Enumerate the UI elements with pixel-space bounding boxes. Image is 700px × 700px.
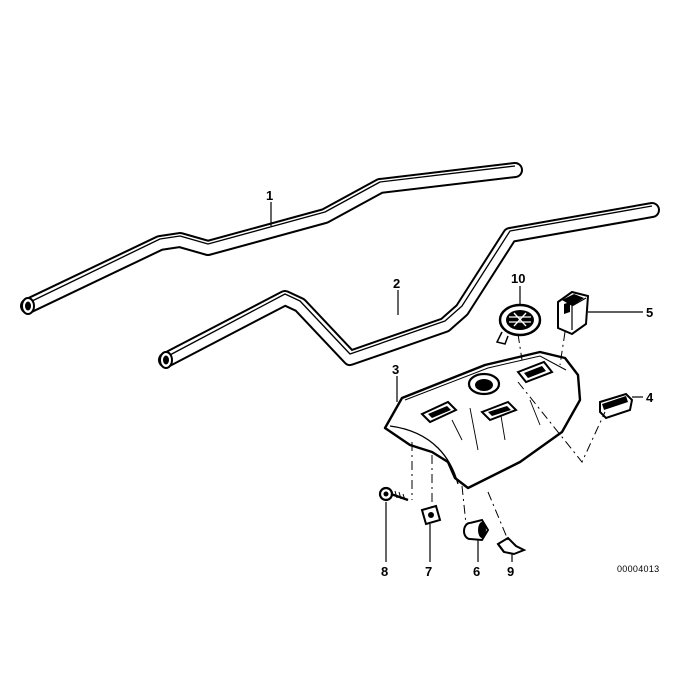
- callout-8: 8: [381, 564, 388, 579]
- callout-10: 10: [511, 271, 525, 286]
- callout-7: 7: [425, 564, 432, 579]
- callout-9: 9: [507, 564, 514, 579]
- callout-3: 3: [392, 362, 399, 377]
- switch-4: [599, 392, 634, 420]
- clip-nut-7: [420, 504, 442, 526]
- handlebar-1: [20, 162, 523, 315]
- callout-6: 6: [473, 564, 480, 579]
- assembly-lines: [411, 331, 606, 541]
- callout-5: 5: [646, 305, 653, 320]
- leader-lines: [270, 202, 643, 562]
- bushing-6: [463, 518, 490, 542]
- switch-5: [557, 290, 590, 336]
- round-cap-10: [495, 303, 542, 345]
- diagram-reference-number: 00004013: [617, 564, 659, 574]
- handlebar-2: [158, 202, 660, 369]
- screw-8: [378, 486, 409, 502]
- callout-1: 1: [266, 188, 273, 203]
- callout-4: 4: [646, 390, 654, 405]
- rivet-9: [496, 536, 527, 556]
- callout-2: 2: [393, 276, 400, 291]
- handlebar-cover-3: [383, 350, 582, 490]
